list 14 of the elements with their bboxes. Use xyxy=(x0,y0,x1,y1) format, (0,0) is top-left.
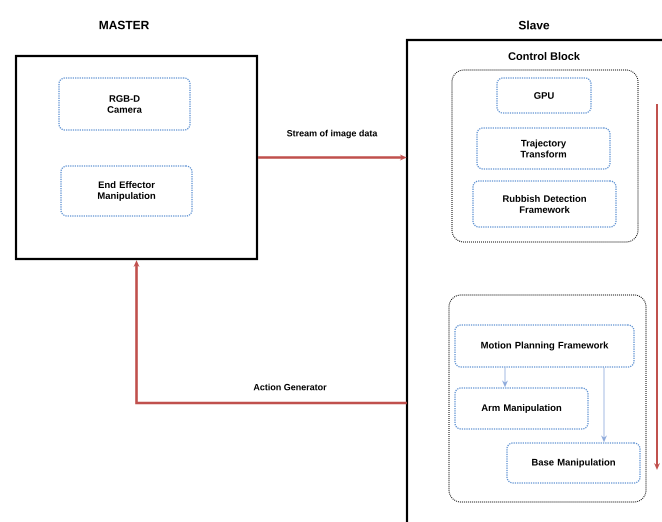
module-box: GPU xyxy=(496,77,592,114)
box-heading: MASTER xyxy=(98,20,150,30)
module-box: Trajectory Transform xyxy=(476,127,611,170)
module-box: End Effector Manipulation xyxy=(60,165,193,217)
group-box xyxy=(448,294,646,502)
edge-label: Stream of image data xyxy=(286,128,378,140)
module-box: Rubbish Detection Framework xyxy=(472,180,617,228)
module-box: Arm Manipulation xyxy=(454,387,589,430)
box-heading: Slave xyxy=(517,20,551,30)
box-heading: Control Block xyxy=(507,50,581,62)
edge-label: Action Generator xyxy=(252,382,328,392)
module-box: Base Manipulation xyxy=(506,442,641,484)
module-box: Motion Planning Framework xyxy=(454,324,635,368)
module-box: RGB-D Camera xyxy=(58,77,191,131)
